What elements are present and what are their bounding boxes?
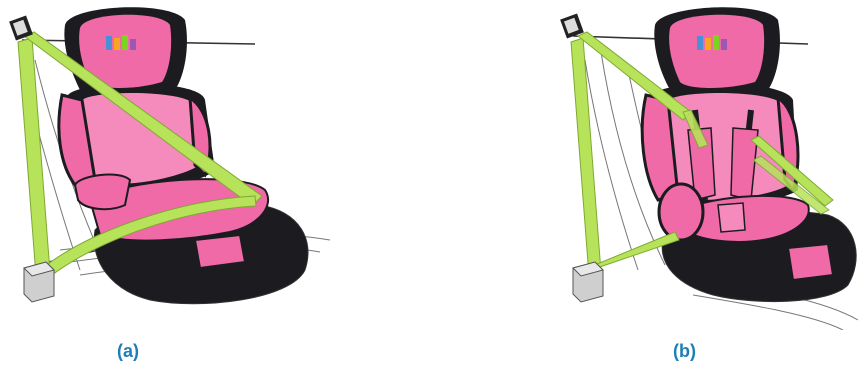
car-seat-illustration-a bbox=[0, 0, 430, 330]
car-seat-illustration-b bbox=[433, 0, 866, 330]
panel-caption-a: (a) bbox=[117, 341, 139, 362]
panel-caption-b: (b) bbox=[673, 341, 696, 362]
buckle-block-b bbox=[573, 262, 603, 302]
panel-b: (b) bbox=[433, 0, 866, 376]
child-seat-b bbox=[642, 7, 856, 301]
panel-a: (a) bbox=[0, 0, 430, 376]
child-seat-a bbox=[59, 7, 308, 303]
buckle-block-a bbox=[24, 262, 54, 302]
